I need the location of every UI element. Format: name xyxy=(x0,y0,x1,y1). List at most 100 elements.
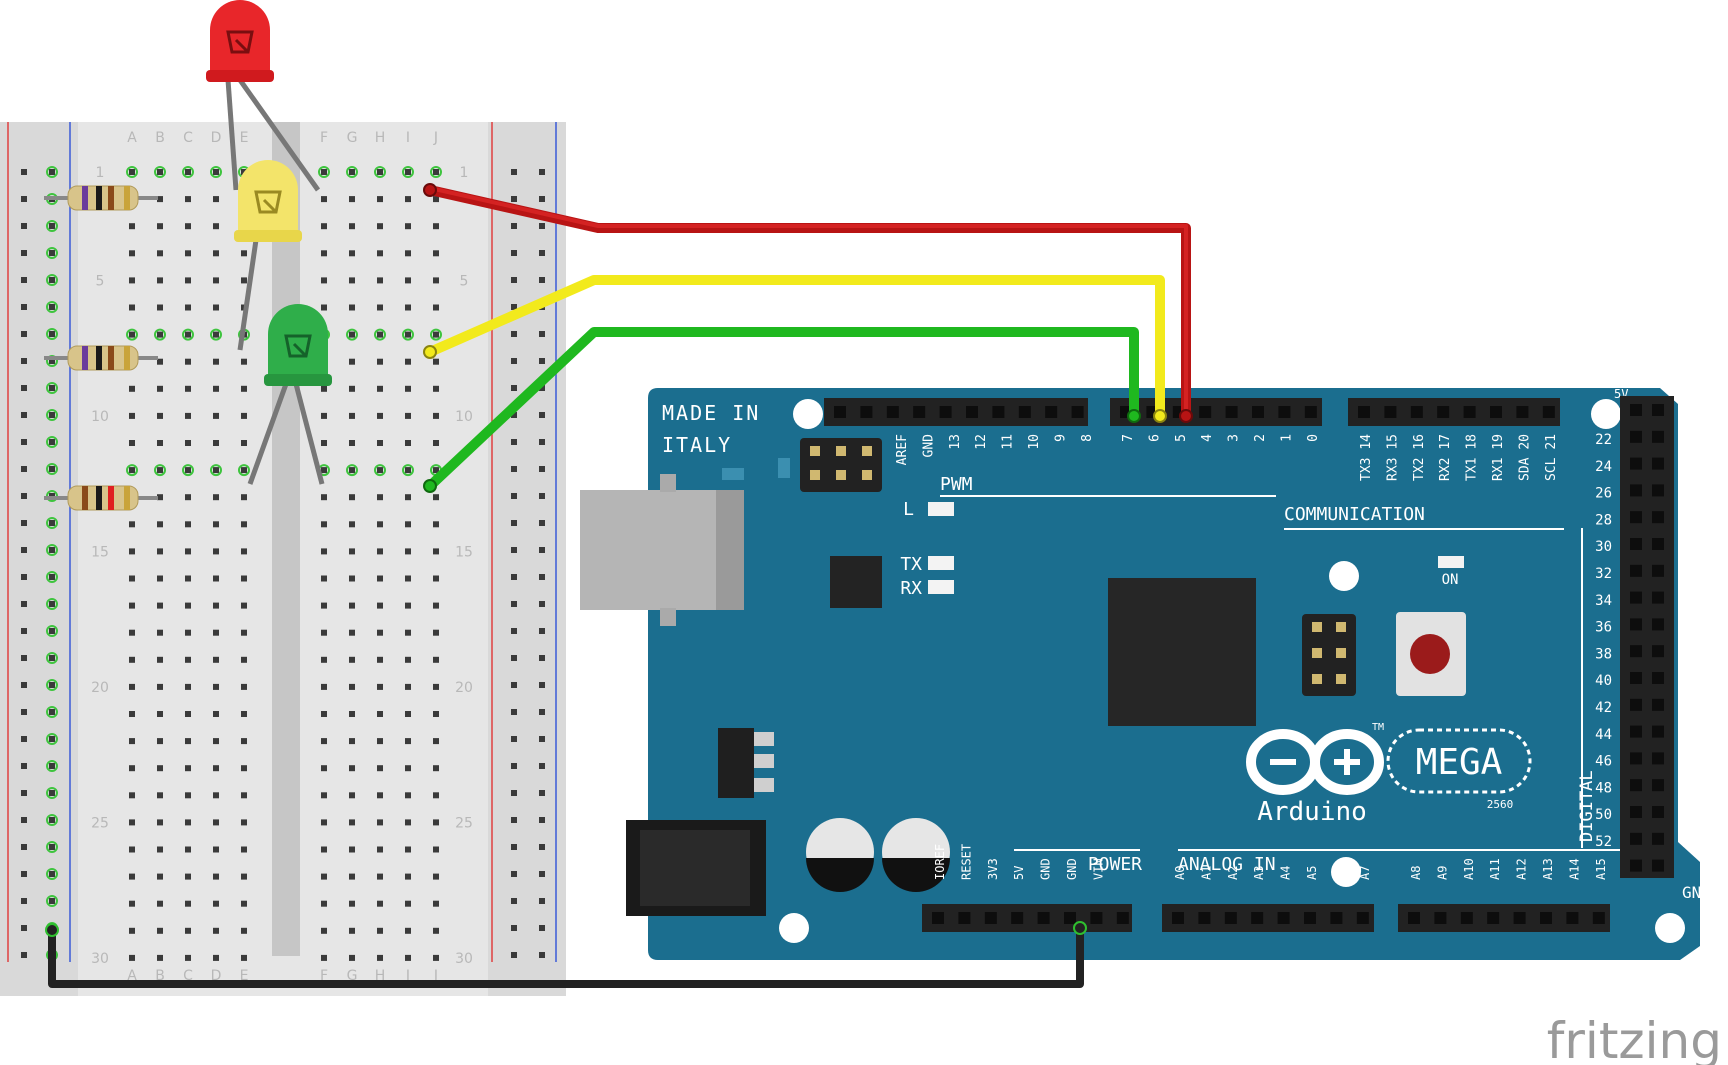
breadboard-hole[interactable] xyxy=(321,196,327,203)
breadboard-hole[interactable] xyxy=(405,250,411,257)
breadboard-hole[interactable] xyxy=(349,656,355,663)
breadboard-hole[interactable] xyxy=(349,792,355,799)
rail-hole[interactable] xyxy=(511,790,517,796)
header-socket[interactable] xyxy=(1630,779,1642,792)
breadboard-hole[interactable] xyxy=(433,169,439,175)
breadboard-hole[interactable] xyxy=(241,385,247,392)
rail-hole[interactable] xyxy=(539,736,545,742)
breadboard-hole[interactable] xyxy=(405,277,411,284)
rail-hole[interactable] xyxy=(511,925,517,931)
breadboard-hole[interactable] xyxy=(185,629,191,636)
header-socket[interactable] xyxy=(834,406,846,418)
breadboard-hole[interactable] xyxy=(213,765,219,772)
breadboard-hole[interactable] xyxy=(213,900,219,907)
breadboard-hole[interactable] xyxy=(185,521,191,528)
breadboard-hole[interactable] xyxy=(185,954,191,961)
breadboard-hole[interactable] xyxy=(213,819,219,826)
breadboard-hole[interactable] xyxy=(213,494,219,501)
header-socket[interactable] xyxy=(1652,859,1664,872)
breadboard-hole[interactable] xyxy=(241,629,247,636)
breadboard-hole[interactable] xyxy=(185,792,191,799)
breadboard-hole[interactable] xyxy=(157,223,163,230)
breadboard-hole[interactable] xyxy=(157,440,163,446)
breadboard-hole[interactable] xyxy=(213,683,219,690)
breadboard-hole[interactable] xyxy=(405,900,411,907)
breadboard-hole[interactable] xyxy=(377,927,383,934)
breadboard-hole[interactable] xyxy=(377,467,383,474)
breadboard-hole[interactable] xyxy=(185,548,191,555)
breadboard-hole[interactable] xyxy=(213,304,219,311)
header-socket[interactable] xyxy=(1542,406,1555,418)
breadboard-hole[interactable] xyxy=(213,846,219,853)
breadboard-hole[interactable] xyxy=(349,548,355,555)
rail-hole[interactable] xyxy=(21,439,27,445)
breadboard-hole[interactable] xyxy=(129,738,135,745)
breadboard-hole[interactable] xyxy=(321,412,327,419)
breadboard-hole[interactable] xyxy=(213,358,219,365)
breadboard-hole[interactable] xyxy=(433,954,439,961)
breadboard-hole[interactable] xyxy=(321,738,327,745)
rail-hole[interactable] xyxy=(539,385,545,391)
header-socket[interactable] xyxy=(1630,430,1642,443)
breadboard-hole[interactable] xyxy=(185,412,191,419)
breadboard-hole[interactable] xyxy=(377,873,383,880)
header-socket[interactable] xyxy=(1652,779,1664,792)
header-socket[interactable] xyxy=(1652,511,1664,524)
rail-hole[interactable] xyxy=(511,439,517,445)
breadboard-hole[interactable] xyxy=(377,358,383,365)
header-socket[interactable] xyxy=(1652,806,1664,818)
breadboard-hole[interactable] xyxy=(157,548,163,555)
header-socket[interactable] xyxy=(1513,912,1526,924)
rail-hole[interactable] xyxy=(539,412,545,418)
breadboard-hole[interactable] xyxy=(213,873,219,880)
header-socket[interactable] xyxy=(1630,404,1642,416)
breadboard-hole[interactable] xyxy=(241,548,247,555)
breadboard-hole[interactable] xyxy=(377,196,383,203)
header-socket[interactable] xyxy=(1630,484,1642,497)
breadboard-hole[interactable] xyxy=(241,169,247,175)
breadboard-hole[interactable] xyxy=(157,494,163,501)
breadboard-hole[interactable] xyxy=(349,575,355,582)
breadboard-hole[interactable] xyxy=(213,792,219,799)
breadboard-hole[interactable] xyxy=(241,358,247,365)
rail-hole[interactable] xyxy=(49,304,55,310)
breadboard-hole[interactable] xyxy=(129,711,135,717)
rail-hole[interactable] xyxy=(49,871,55,877)
rail-hole[interactable] xyxy=(539,817,545,823)
breadboard-hole[interactable] xyxy=(349,250,355,257)
header-socket[interactable] xyxy=(1516,406,1529,418)
breadboard-hole[interactable] xyxy=(129,331,135,338)
breadboard-hole[interactable] xyxy=(321,629,327,636)
header-socket[interactable] xyxy=(1408,912,1420,924)
breadboard-hole[interactable] xyxy=(213,331,219,338)
header-socket[interactable] xyxy=(1278,406,1291,418)
breadboard-hole[interactable] xyxy=(157,656,163,663)
header-socket[interactable] xyxy=(1652,484,1664,497)
header-socket[interactable] xyxy=(1652,672,1664,684)
breadboard-hole[interactable] xyxy=(157,683,163,690)
header-socket[interactable] xyxy=(1630,591,1642,604)
rail-hole[interactable] xyxy=(511,655,517,661)
breadboard-hole[interactable] xyxy=(321,575,327,582)
breadboard-hole[interactable] xyxy=(377,792,383,799)
breadboard-hole[interactable] xyxy=(185,602,191,609)
header-socket[interactable] xyxy=(1434,912,1447,924)
breadboard-hole[interactable] xyxy=(241,521,247,528)
breadboard-hole[interactable] xyxy=(213,629,219,636)
breadboard-hole[interactable] xyxy=(349,277,355,284)
breadboard-hole[interactable] xyxy=(405,494,411,501)
breadboard-hole[interactable] xyxy=(433,521,439,528)
rail-hole[interactable] xyxy=(539,898,545,904)
rail-hole[interactable] xyxy=(21,466,27,472)
breadboard-hole[interactable] xyxy=(213,711,219,717)
breadboard-hole[interactable] xyxy=(129,169,135,175)
breadboard-hole[interactable] xyxy=(433,494,439,501)
header-socket[interactable] xyxy=(1224,912,1237,924)
breadboard-hole[interactable] xyxy=(377,412,383,419)
rail-hole[interactable] xyxy=(539,601,545,607)
breadboard-hole[interactable] xyxy=(349,846,355,853)
breadboard-hole[interactable] xyxy=(129,792,135,799)
breadboard-hole[interactable] xyxy=(185,440,191,446)
header-socket[interactable] xyxy=(1630,859,1642,872)
breadboard-hole[interactable] xyxy=(349,467,355,474)
